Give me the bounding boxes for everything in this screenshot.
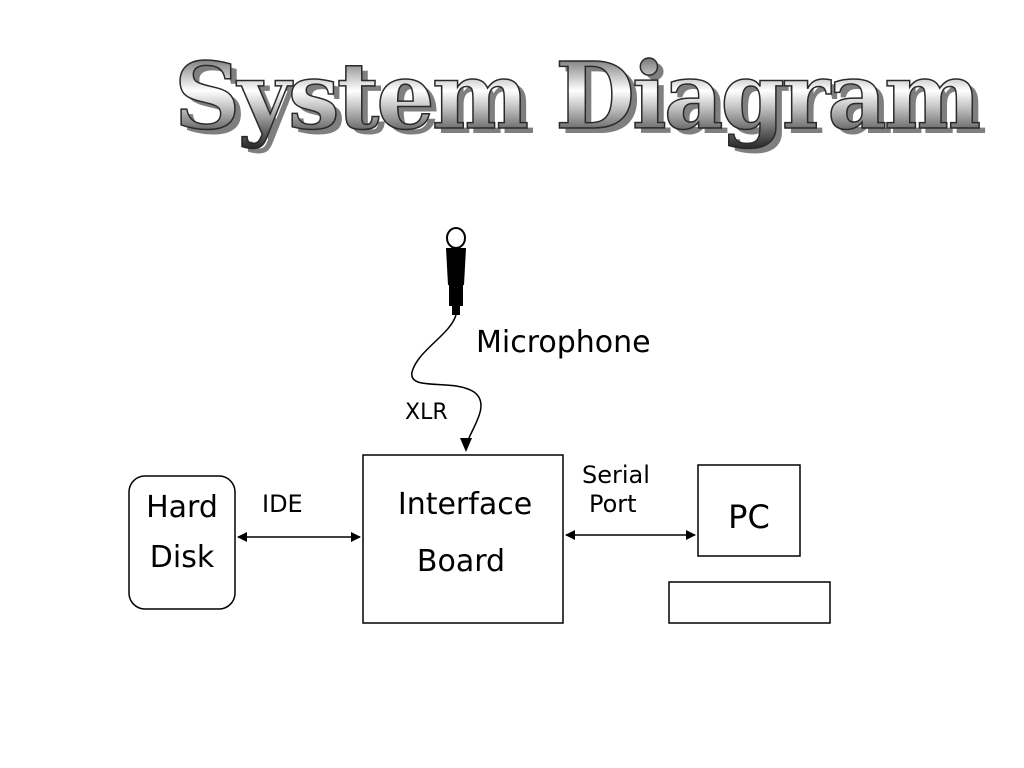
serial-label-line1: Serial xyxy=(582,461,650,489)
page-title: System Diagram System Diagram xyxy=(173,41,989,155)
microphone-label: Microphone xyxy=(476,325,651,360)
xlr-cable xyxy=(411,314,482,447)
microphone-icon xyxy=(446,227,466,315)
interface-board-label-line1: Interface xyxy=(398,487,532,522)
pc-label: PC xyxy=(728,498,770,536)
pc-base-block xyxy=(668,581,831,624)
pc-block: PC xyxy=(697,464,801,557)
xlr-label: XLR xyxy=(405,400,448,425)
hard-disk-label-line2: Disk xyxy=(150,540,215,575)
page-title-shadow: System Diagram xyxy=(180,47,986,155)
ide-label: IDE xyxy=(262,490,303,518)
serial-label-line2: Port xyxy=(589,490,637,518)
interface-board-label-line2: Board xyxy=(417,544,505,579)
hard-disk-label-line1: Hard xyxy=(146,490,218,525)
interface-board-block: Interface Board xyxy=(362,454,564,624)
page-title-text: System Diagram xyxy=(174,42,980,150)
hard-disk-block: Hard Disk xyxy=(128,475,236,610)
xlr-arrow-icon xyxy=(460,438,472,452)
